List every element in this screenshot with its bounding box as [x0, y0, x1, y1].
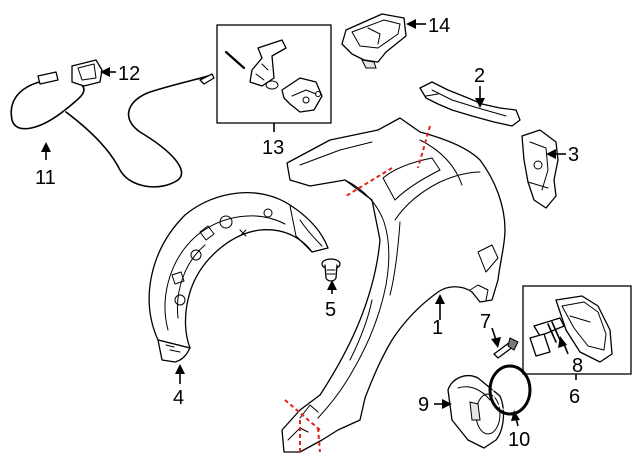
callout-8-label: 8 — [572, 355, 583, 377]
hinge-and-actuator-kit — [216, 24, 332, 124]
housing-seal-ring — [488, 364, 532, 416]
trunk-side-bracket — [341, 13, 407, 69]
callout-4: 4 — [173, 364, 185, 409]
callout-12: 12 — [100, 63, 140, 85]
callout-9: 9 — [418, 394, 452, 416]
callout-10-label: 10 — [508, 429, 530, 451]
callout-12-label: 12 — [118, 63, 140, 85]
fuel-door-pin — [493, 337, 519, 359]
callout-10: 10 — [508, 410, 530, 451]
callout-1-label: 1 — [432, 317, 443, 339]
callout-3: 3 — [546, 144, 579, 166]
callout-9-label: 9 — [418, 394, 429, 416]
fuel-door-assembly-group — [522, 285, 632, 375]
callout-6: 6 — [569, 374, 580, 408]
release-cable — [10, 71, 215, 188]
callout-1: 1 — [432, 294, 445, 339]
callout-13-label: 13 — [262, 137, 284, 159]
callout-11: 11 — [35, 142, 56, 189]
quarter-panel — [281, 117, 506, 453]
callout-6-label: 6 — [569, 386, 580, 408]
callout-3-label: 3 — [568, 144, 579, 166]
callout-2: 2 — [474, 65, 485, 108]
callout-13: 13 — [262, 123, 284, 159]
rear-bracket — [521, 129, 559, 209]
wheel-house-liner — [148, 192, 329, 363]
callout-4-label: 4 — [173, 387, 184, 409]
callout-5: 5 — [325, 280, 337, 321]
fuel-door-box-frame — [522, 285, 632, 375]
callout-14-label: 14 — [428, 15, 450, 37]
callout-2-label: 2 — [474, 65, 485, 87]
liner-clip — [321, 258, 341, 282]
callout-7-label: 7 — [480, 311, 491, 333]
callout-14: 14 — [406, 15, 450, 37]
callout-8: 8 — [558, 336, 583, 377]
release-handle — [71, 59, 103, 87]
fuel-pocket-housing — [447, 375, 505, 449]
callout-7: 7 — [480, 311, 501, 348]
callout-11-label: 11 — [35, 167, 56, 189]
callout-5-label: 5 — [325, 299, 336, 321]
upper-reinforcement — [419, 81, 521, 127]
